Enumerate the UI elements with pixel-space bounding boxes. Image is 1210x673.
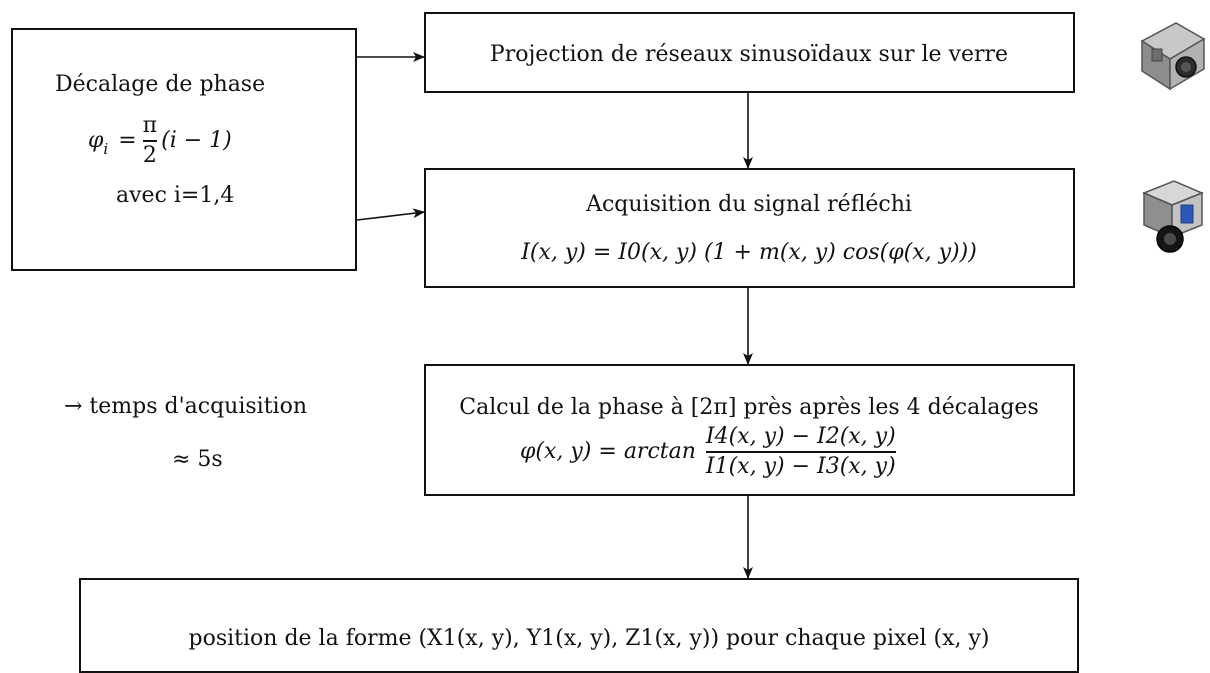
phase-calculation-formula: φ(x, y) = arctan I4(x, y) − I2(x, y) I1(… — [520, 424, 900, 480]
phase-shift-constraint: avec i=1,4 — [116, 183, 235, 208]
acquisition-time-label: → temps d'acquisition — [64, 394, 307, 419]
phase-calculation-title: Calcul de la phase à [2π] près après les… — [459, 395, 1039, 420]
fraction-bar — [142, 140, 158, 143]
acquisition-box — [424, 168, 1075, 288]
phase-shift-title: Décalage de phase — [55, 72, 266, 97]
arctan-denominator: I1(x, y) − I3(x, y) — [705, 454, 896, 480]
projection-box — [424, 12, 1075, 93]
phi-subscript: i — [103, 139, 109, 158]
arctan-fraction: I4(x, y) − I2(x, y) I1(x, y) − I3(x, y) — [705, 424, 896, 480]
arctan-numerator: I4(x, y) − I2(x, y) — [705, 424, 896, 449]
projector-icon — [1134, 15, 1210, 95]
projector-graphic — [1140, 22, 1206, 91]
arctan-expression: φ(x, y) = arctan — [520, 439, 696, 465]
arctan-fraction-bar — [705, 451, 896, 454]
phase-calculation-box — [424, 364, 1075, 496]
phase-index-term: (i − 1) — [161, 128, 232, 154]
fraction-numerator: π — [142, 113, 158, 138]
pi-over-two-fraction: π 2 — [142, 113, 158, 169]
acquisition-title: Acquisition du signal réfléchi — [586, 192, 912, 217]
phase-shift-box — [11, 28, 357, 271]
acquisition-formula: I(x, y) = I0(x, y) (1 + m(x, y) cos(φ(x,… — [521, 240, 977, 265]
position-text: position de la forme (X1(x, y), Y1(x, y)… — [188, 626, 990, 651]
equals-sign: = — [118, 128, 137, 154]
position-box — [79, 578, 1079, 673]
camera-graphic — [1142, 180, 1204, 253]
acquisition-time-value: ≈ 5s — [172, 447, 223, 472]
arrow-phase-to-acquisition — [356, 208, 425, 221]
fraction-denominator: 2 — [142, 143, 157, 169]
projection-text: Projection de réseaux sinusoïdaux sur le… — [489, 42, 1009, 67]
camera-icon — [1134, 175, 1210, 255]
phi-symbol: φ — [88, 128, 104, 154]
